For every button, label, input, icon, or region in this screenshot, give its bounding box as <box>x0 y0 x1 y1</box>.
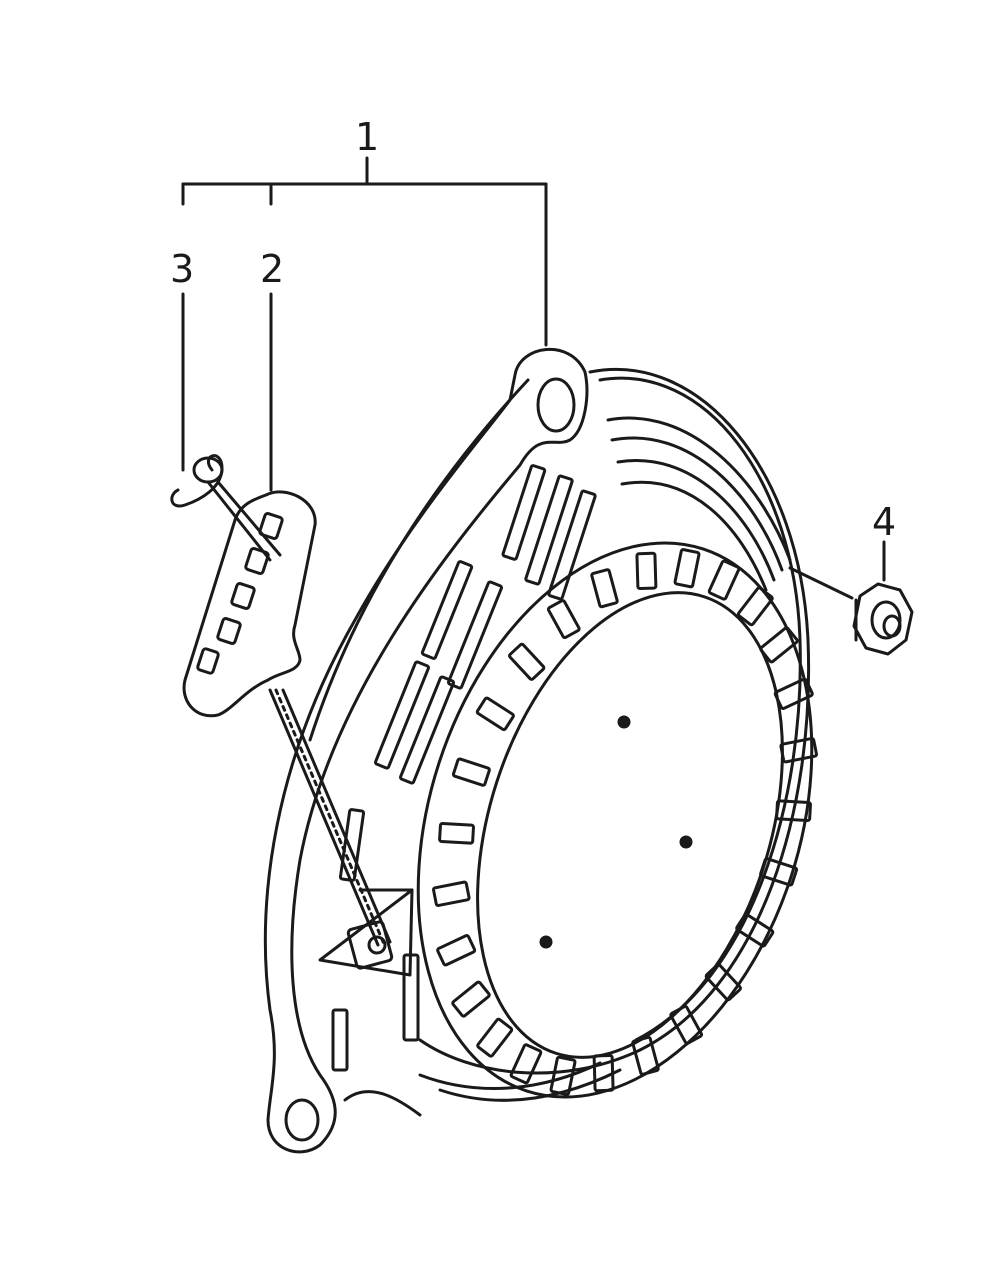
drum-vent-slot <box>669 1004 704 1045</box>
drum-vent-slot <box>631 1035 660 1076</box>
drum-vent-slot <box>432 880 471 907</box>
starter-drum-face <box>416 541 814 1099</box>
callout-label-3: 3 <box>170 247 195 291</box>
drum-vent-slot <box>673 548 701 589</box>
drum-vent-slot <box>779 737 818 764</box>
callout-label-1: 1 <box>355 115 380 159</box>
drum-vent-slot <box>451 757 491 787</box>
drum-vent-slot <box>707 559 741 601</box>
callout-1-bracket <box>181 156 548 347</box>
drum-vent-slot <box>436 934 477 967</box>
callout-label-2: 2 <box>260 247 285 291</box>
drum-vent-slot <box>509 1043 543 1085</box>
drum-vent-slot <box>590 568 619 609</box>
drum-vent-slot <box>508 642 546 681</box>
starter-housing-flange <box>263 347 589 1154</box>
drum-vent-slot <box>476 1017 514 1058</box>
drum-vent-slot <box>775 799 812 823</box>
starter-housing-rim <box>418 367 811 1102</box>
drum-vent-slot <box>736 586 774 627</box>
drum-vent-slot <box>735 912 775 948</box>
drum-vent-slot <box>546 599 581 640</box>
starter-rope <box>170 454 392 947</box>
starter-grip-handle <box>182 490 317 718</box>
starter-drum-vents <box>432 548 818 1096</box>
drum-vent-slot <box>773 677 814 711</box>
housing-cooling-ribs <box>331 464 597 1072</box>
drum-vent-slot <box>549 1055 577 1096</box>
drum-vent-slot <box>475 696 515 732</box>
drum-vent-slot <box>592 1053 615 1093</box>
drum-vent-slot <box>759 626 799 664</box>
rope-guide <box>318 888 414 977</box>
drum-vent-slot <box>759 857 799 887</box>
flange-nut <box>852 582 914 656</box>
drum-vent-slot <box>451 980 491 1018</box>
drum-vent-slot <box>438 821 475 845</box>
callout-label-4: 4 <box>872 500 897 544</box>
drum-vent-slot <box>704 963 742 1002</box>
drum-vent-slot <box>635 551 658 591</box>
